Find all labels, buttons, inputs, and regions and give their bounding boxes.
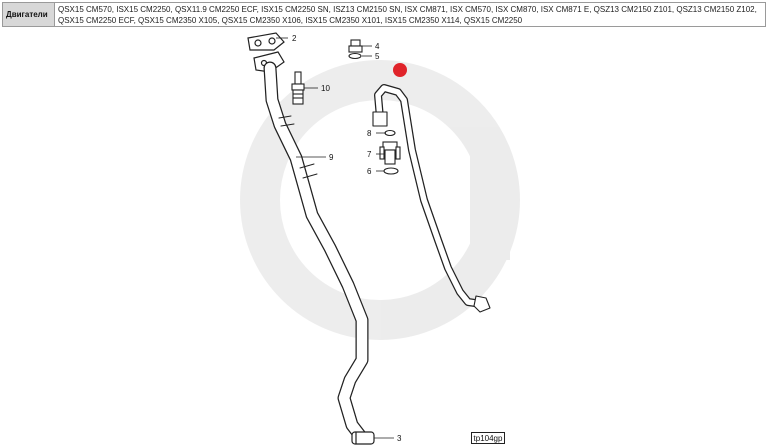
oil-return-tube[interactable] [372,84,491,313]
callout-3: 3 [397,434,402,443]
callout-10: 10 [321,84,330,93]
banjo-bolt[interactable] [291,71,305,105]
nut-and-washer[interactable] [348,39,363,60]
parts-diagram: 2 4 5 10 8 7 9 6 3 [240,32,520,445]
oil-supply-tube[interactable] [263,61,369,445]
adapter-fitting[interactable] [379,129,401,175]
selected-part-marker[interactable] [393,63,407,77]
engines-label: Двигатели [3,3,55,26]
callout-9: 9 [329,153,334,162]
diagram-reference-code: tp104gp [471,432,505,444]
leader-lines [276,37,394,439]
callout-6: 6 [367,167,372,176]
callout-8: 8 [367,129,372,138]
watermark-logo [240,60,520,340]
engines-table: Двигатели QSX15 CM570, ISX15 CM2250, QSX… [2,2,766,27]
callout-4: 4 [375,42,380,51]
tube-end-sleeve[interactable] [351,431,375,445]
callout-7: 7 [367,150,372,159]
callout-2: 2 [292,34,297,43]
callout-5: 5 [375,52,380,61]
engines-models: QSX15 CM570, ISX15 CM2250, QSX11.9 CM225… [58,5,757,25]
flange-gasket[interactable] [247,32,285,51]
